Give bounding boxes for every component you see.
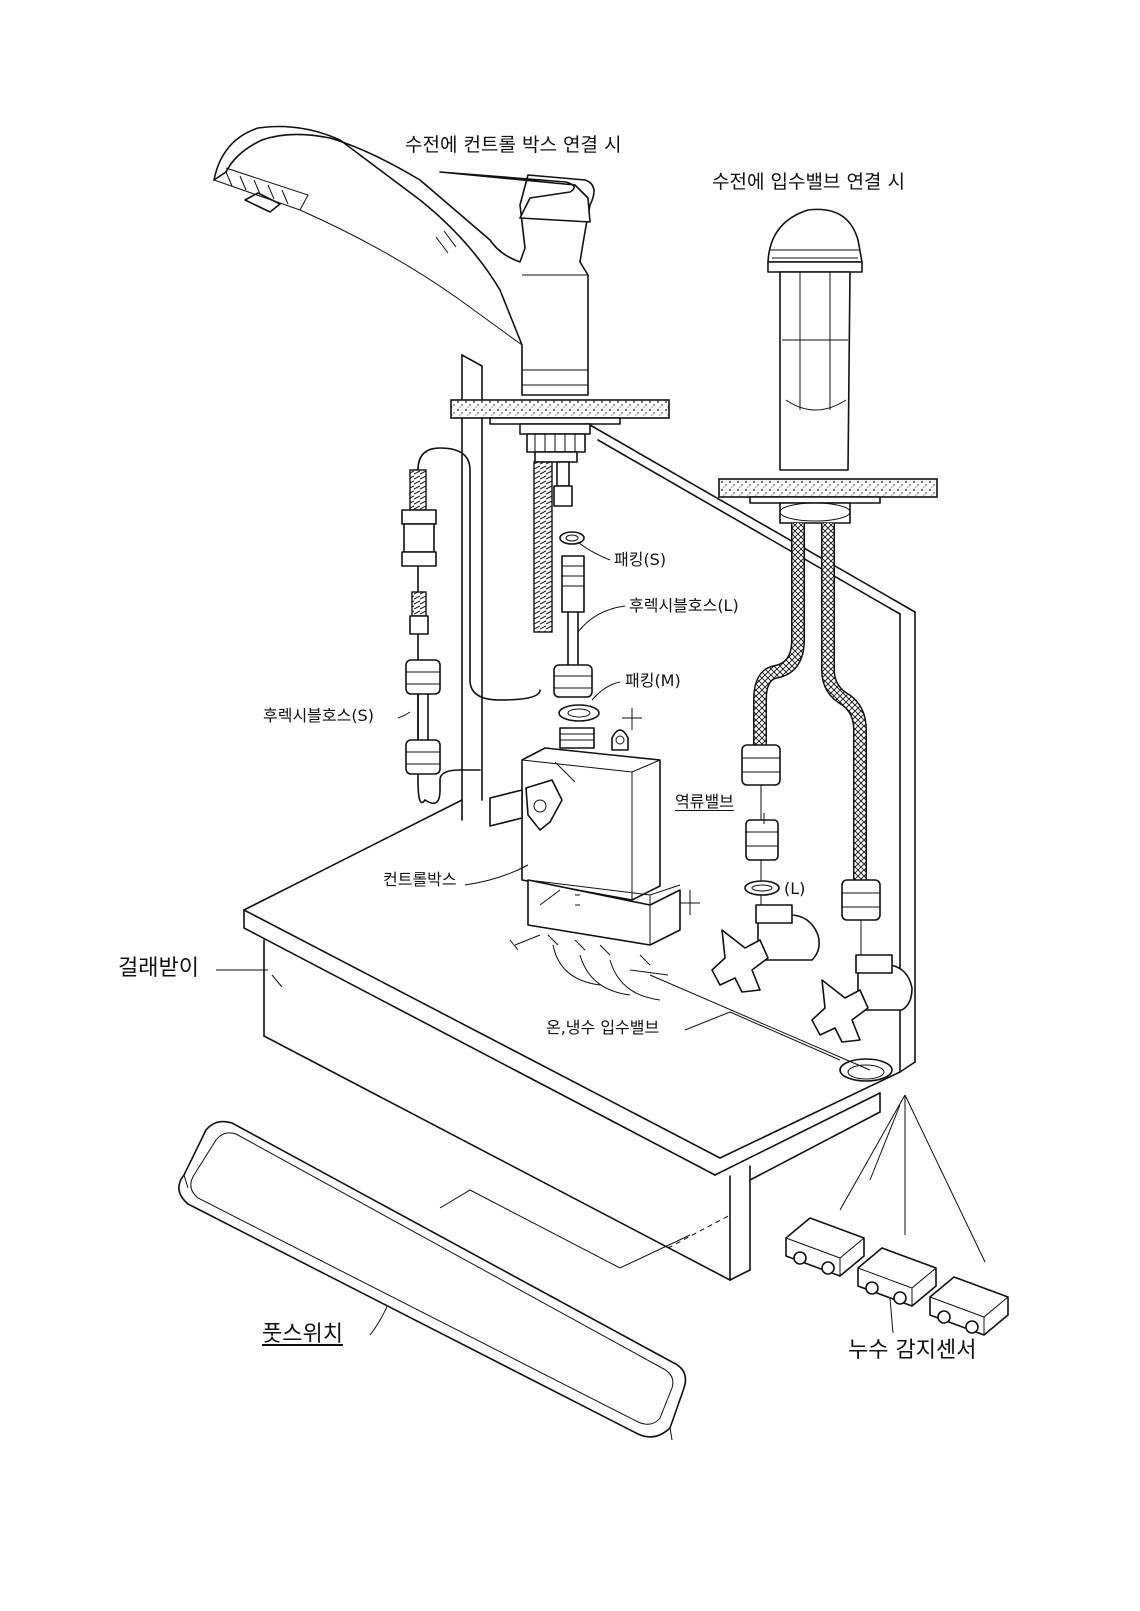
- label-check-valve: 역류밸브: [675, 792, 734, 811]
- standing-faucet: [749, 208, 881, 524]
- leader-lines: [216, 541, 986, 1336]
- label-foot-switch: 풋스위치: [262, 1322, 343, 1347]
- cabinet-base: [243, 799, 901, 1281]
- check-valve-part: [744, 785, 780, 960]
- center-fittings: [553, 531, 600, 722]
- foot-switch-part: [178, 1120, 687, 1441]
- counter-slab-right: [718, 478, 938, 498]
- label-control-box: 컨트롤박스: [383, 870, 457, 889]
- label-packing-s: 패킹(S): [614, 550, 667, 569]
- flex-hose-assembly: [401, 447, 541, 805]
- label-flex-hose-l: 후렉시블호스(L): [629, 596, 739, 615]
- screws-connectors: [509, 708, 871, 1071]
- label-packing-m: 패킹(M): [625, 671, 681, 690]
- label-inlet-valve: 온,냉수 입수밸브: [546, 1018, 660, 1037]
- pullout-faucet: [213, 125, 621, 633]
- label-drip-tray: 걸래받이: [118, 956, 199, 981]
- inlet-valves: [711, 904, 913, 1043]
- control-box-part: [489, 727, 681, 946]
- label-faucet-inlet-valve: 수전에 입수밸브 연결 시: [712, 171, 905, 193]
- cabinet-back-panels: [461, 354, 916, 1073]
- label-faucet-control-box: 수전에 컨트롤 박스 연결 시: [405, 134, 622, 156]
- label-l-washer: (L): [784, 879, 806, 898]
- counter-slab-left: [450, 399, 670, 419]
- leak-sensors: [785, 1217, 1009, 1336]
- label-leak-sensor: 누수 감지센서: [848, 1338, 977, 1363]
- braided-hoses: [741, 523, 881, 921]
- label-flex-hose-s: 후렉시블호스(S): [263, 706, 374, 725]
